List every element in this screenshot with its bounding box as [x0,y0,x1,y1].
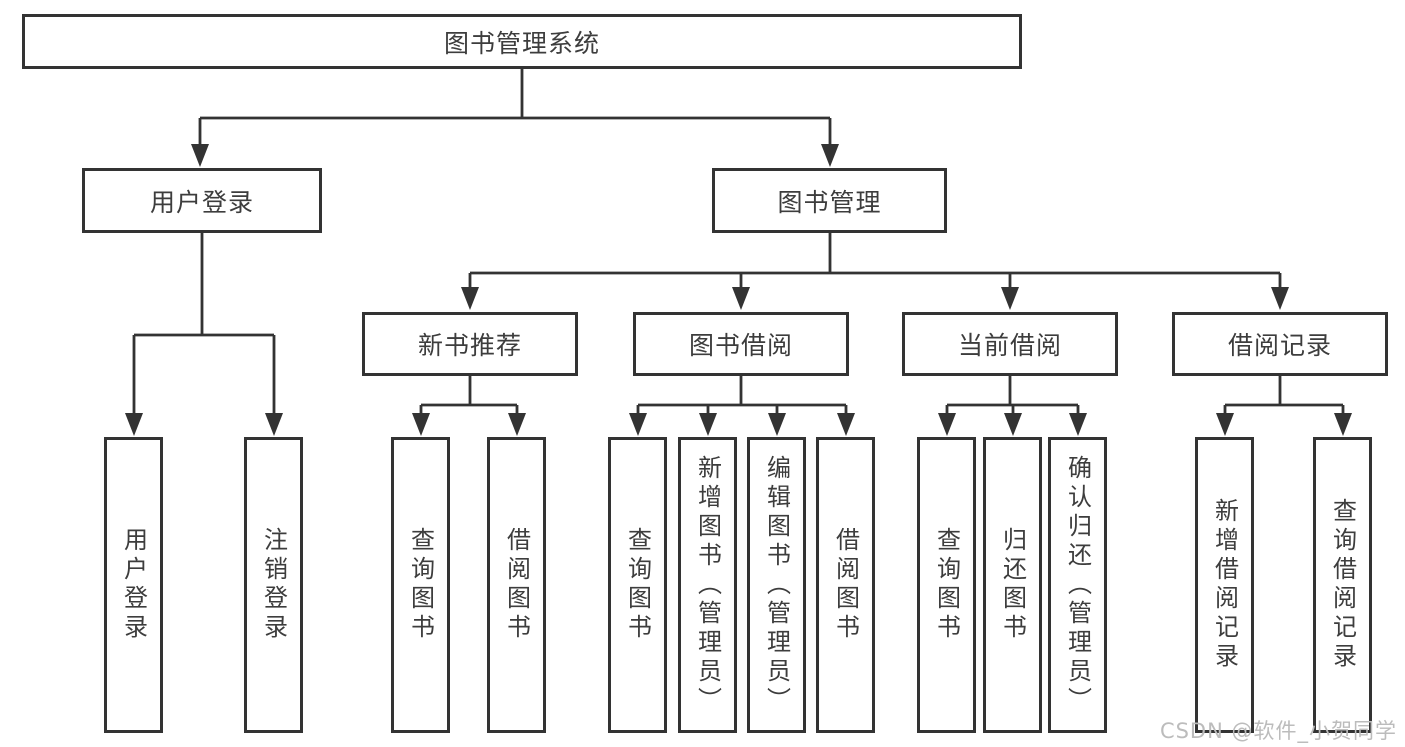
node-book-borrow: 图书借阅 [633,312,849,376]
node-root: 图书管理系统 [22,14,1022,69]
node-borrow-records-label: 借阅记录 [1227,331,1332,360]
node-book-management: 图书管理 [712,168,947,233]
leaf-query-books: 查询图书 [391,437,450,733]
node-user-login-label: 用户登录 [149,187,254,217]
leaf-borrow-books-2: 借阅图书 [816,437,875,733]
node-new-book-recommend: 新书推荐 [362,312,578,376]
node-root-label: 图书管理系统 [443,28,600,58]
leaf-query-books-borrow: 查询图书 [608,437,667,733]
leaf-query-borrow-record: 查询借阅记录 [1313,437,1372,733]
leaf-query-books-current: 查询图书 [917,437,976,733]
node-new-book-recommend-label: 新书推荐 [417,331,522,360]
leaf-add-borrow-record: 新增借阅记录 [1195,437,1254,733]
leaf-confirm-return-admin: 确认归还（管理员） [1048,437,1107,733]
leaf-add-books-admin: 新增图书（管理员） [678,437,737,733]
csdn-watermark: CSDN @软件_小贺同学 [1159,719,1397,743]
leaf-return-books: 归还图书 [983,437,1042,733]
node-current-borrow-label: 当前借阅 [957,331,1062,360]
leaf-edit-books-admin: 编辑图书（管理员） [747,437,806,733]
leaf-logout: 注销登录 [244,437,303,733]
node-current-borrow: 当前借阅 [902,312,1118,376]
arrowheads [125,144,1352,436]
leaf-user-login: 用户登录 [104,437,163,733]
connector-path [132,69,1345,416]
node-borrow-records: 借阅记录 [1172,312,1388,376]
node-book-borrow-label: 图书借阅 [688,331,793,360]
leaf-borrow-books: 借阅图书 [487,437,546,733]
node-user-login: 用户登录 [82,168,322,233]
node-book-management-label: 图书管理 [777,187,882,217]
